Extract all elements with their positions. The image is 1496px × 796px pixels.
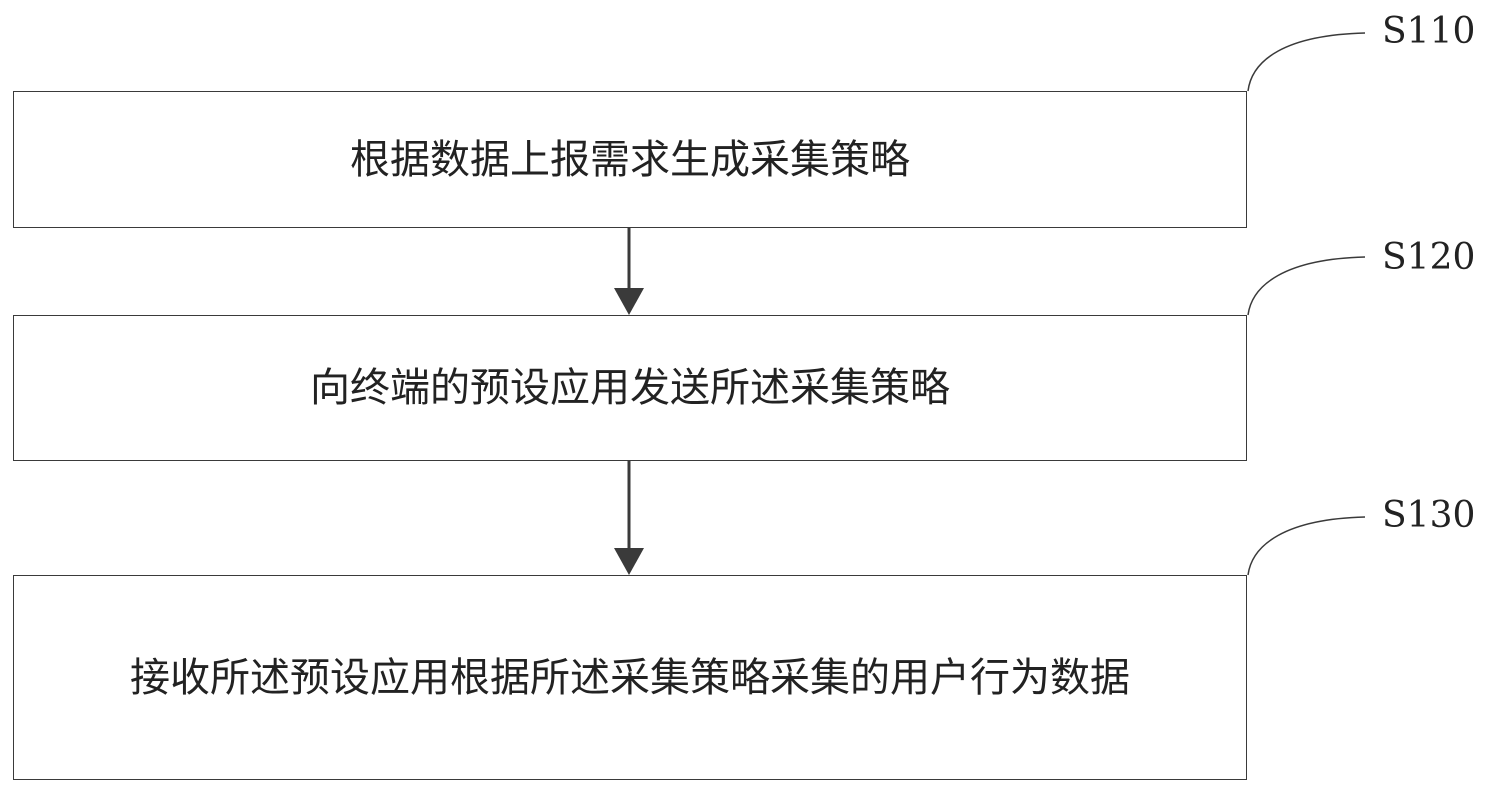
step-text-s130: 接收所述预设应用根据所述采集策略采集的用户行为数据 — [130, 654, 1130, 701]
step-box-s130: 接收所述预设应用根据所述采集策略采集的用户行为数据 — [13, 575, 1247, 780]
step-box-s120: 向终端的预设应用发送所述采集策略 — [13, 315, 1247, 461]
leader-line-s110 — [1247, 32, 1366, 92]
step-label-s110: S110 — [1382, 11, 1476, 52]
arrow-s120-to-s130-head — [614, 548, 644, 575]
step-text-s120: 向终端的预设应用发送所述采集策略 — [310, 365, 950, 411]
step-box-s110: 根据数据上报需求生成采集策略 — [13, 91, 1247, 228]
leader-line-s120 — [1247, 256, 1366, 316]
step-text-s110: 根据数据上报需求生成采集策略 — [350, 136, 910, 183]
step-label-s120: S120 — [1382, 237, 1476, 278]
leader-line-s130 — [1247, 516, 1366, 576]
step-label-s130: S130 — [1382, 495, 1476, 536]
arrow-s110-to-s120-head — [614, 288, 644, 315]
